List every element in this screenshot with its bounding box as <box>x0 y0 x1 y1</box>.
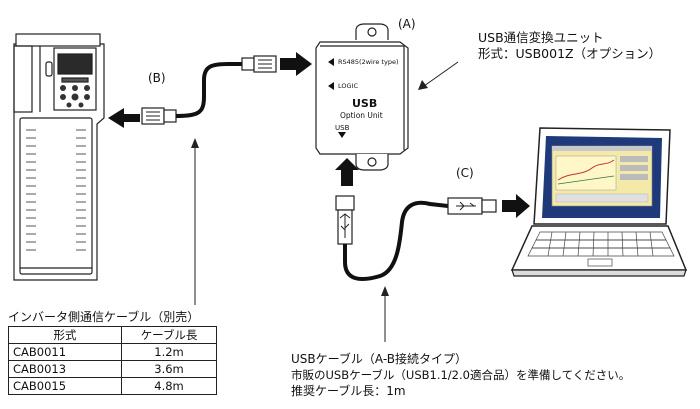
table-cell-length: 3.6m <box>121 360 217 378</box>
port-logic-label: LOGIC <box>338 82 358 90</box>
cable-b <box>141 55 277 125</box>
usb-unit-title: USB通信変換ユニット <box>478 30 604 45</box>
usb-cable-title: USBケーブル（A-B接続タイプ） <box>291 352 467 366</box>
table-cell-model: CAB0013 <box>8 360 122 378</box>
table-row: CAB0013 3.6m <box>8 360 217 378</box>
pointer-arrowhead-a <box>418 80 428 90</box>
table-cell-model: CAB0011 <box>8 343 122 361</box>
table-header-row: 形式 ケーブル長 <box>8 326 217 344</box>
usb-cable-note: 市販のUSBケーブル（USB1.1/2.0適合品）を準備してください。 <box>291 368 631 382</box>
table-cell-model: CAB0015 <box>8 377 122 395</box>
table-cell-length: 4.8m <box>121 377 217 395</box>
arrow-up-to-unit-icon <box>335 158 359 186</box>
usb-cable-length: 推奨ケーブル長：1m <box>291 384 406 398</box>
cable-spec-table: 形式 ケーブル長 CAB0011 1.2m CAB0013 3.6m CAB00… <box>8 326 217 395</box>
table-header-length: ケーブル長 <box>121 326 217 344</box>
label-c: (C) <box>456 166 474 180</box>
arrow-to-unit-icon <box>280 52 312 76</box>
unit-usb-label: USB <box>352 97 378 110</box>
pointer-arrowhead-b <box>191 138 199 148</box>
unit-option-label: Option Unit <box>340 111 383 120</box>
port-usb-label: USB <box>335 124 350 132</box>
table-cell-length: 1.2m <box>121 343 217 361</box>
arrow-to-inverter-icon <box>108 108 140 128</box>
pointer-line-a <box>423 61 459 87</box>
table-row: CAB0015 4.8m <box>8 377 217 395</box>
laptop <box>510 127 688 277</box>
cable-c <box>335 195 497 281</box>
table-row: CAB0011 1.2m <box>8 343 217 361</box>
arrow-to-laptop-icon <box>502 194 530 218</box>
label-a: (A) <box>398 17 416 31</box>
usb-unit-model: 形式：USB001Z（オプション） <box>478 46 662 61</box>
inverter-device <box>13 33 105 281</box>
port-rs485-label: RS485(2wire type) <box>338 58 399 66</box>
table-header-model: 形式 <box>8 326 122 344</box>
label-b: (B) <box>148 71 166 85</box>
usb-option-unit <box>315 23 409 171</box>
cable-table-title: インバータ側通信ケーブル（別売） <box>8 310 200 324</box>
pointer-arrowhead-c <box>381 286 389 296</box>
